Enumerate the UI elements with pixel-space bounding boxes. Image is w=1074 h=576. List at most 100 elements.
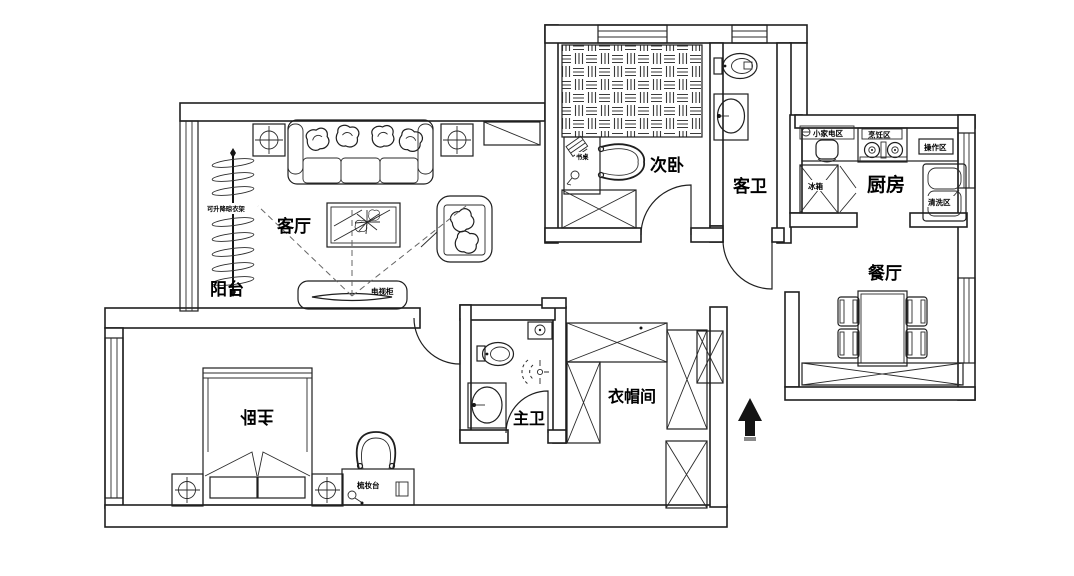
drying-rack: 可升降晾衣架 [204,148,255,297]
wall-master-left [104,327,124,509]
kitchen: 小家电区 烹饪区 操作区 冰箱 [799,125,967,222]
window-guestbath [731,24,768,44]
side-table-left [252,123,286,157]
wall-masterbath-bottom [459,429,509,444]
wall-jamb-2 [771,227,785,243]
balcony: 可升降晾衣架 阳台 [204,148,255,300]
wall-masterbath-left [459,304,472,441]
wall-master-top [104,307,421,329]
guest-bath: 客卫 [713,52,767,197]
stove: 烹饪区 [857,127,908,163]
drying-rack-label: 可升降晾衣架 [207,204,245,213]
desk-lamp-icon [570,170,580,180]
wardrobe-top [566,322,668,363]
dresser-label: 梳妆台 [357,480,380,490]
dresser: 梳妆台 [341,468,415,506]
operation-zone: 操作区 [918,138,954,155]
door-masterbath [505,390,549,434]
toilet-guest [713,52,758,80]
wall-bottom [104,504,728,528]
toilet-master [476,341,515,367]
nightstand-right [311,473,344,507]
wardrobe-bedroom2 [561,189,637,229]
tatami-bed [561,44,703,138]
bedroom2: 书桌 次卧 [561,44,703,229]
master-bath: 主卫 [467,321,553,429]
desk: 书桌 [563,135,601,195]
windows [104,24,976,499]
wall-bedroom2-bottom-right [690,227,724,243]
door-guestbath [722,239,773,290]
window-master [104,337,124,499]
desk-chair [597,143,645,181]
nightstand-left [171,473,204,507]
room-label-bedroom2: 次卧 [650,155,684,176]
wardrobe-left [566,361,601,444]
desk-label: 书桌 [576,152,589,161]
room-label-dining: 餐厅 [868,263,902,284]
table-plant [354,209,380,235]
sideboard [801,362,964,386]
doors [413,184,773,434]
wall-bedroom2-bottom-left [544,227,642,243]
appliance-icon [815,139,839,160]
shower-icon [521,359,549,385]
fridge: 冰箱 [799,164,857,214]
cloakroom: 衣帽间 [566,322,724,509]
wall-top-north [544,24,808,44]
dining-room: 餐厅 [801,263,964,386]
tv-icon [311,292,393,302]
living-room: 电视柜 客厅 [252,119,541,310]
master-bedroom: 主卧 梳妆台 [171,367,415,507]
wall-masterbath-top-bump [541,297,567,309]
small-appliance-label: 小家电区 [813,128,843,138]
sofa-pillows [305,124,423,152]
room-label-guest-bath: 客卫 [732,176,767,197]
entry-cabinet [483,121,541,146]
wardrobe-bottom [665,440,708,509]
wardrobe-right-tall [666,329,708,430]
room-label-balcony: 阳台 [210,279,244,300]
dining-table [857,290,908,367]
corner-shelf [527,321,553,340]
room-label-master-bath: 主卫 [513,409,545,428]
window-bedroom2 [597,24,668,44]
wall-kitchen-bottom-right [909,212,968,228]
door-master [413,317,461,365]
dining-chairs [837,296,928,359]
wall-dining-bottom [784,386,976,401]
armchair [420,195,493,263]
window-balcony [179,120,199,312]
wall-masterbath-top [459,304,556,321]
sink-guest [713,93,749,141]
cooking-zone-label: 烹饪区 [868,130,891,140]
sofa [287,119,434,185]
wall-living-top [179,102,546,122]
door-bedroom2 [640,184,692,236]
sink-master [467,382,507,429]
room-label-living: 客厅 [276,216,311,237]
wardrobe-narrow [696,330,724,384]
walls [104,24,976,528]
wall-bedroom2-left [544,24,559,244]
window-dining [957,277,976,364]
wall-kitchen-bottom-left [789,212,858,228]
tv-viewing-lines [257,205,467,297]
wall-guestbath-right [776,42,792,244]
washing-zone-label: 清洗区 [928,197,951,207]
small-appliance-zone: 小家电区 [799,125,855,163]
dresser-chair [355,431,397,470]
master-bed: 主卧 [202,367,313,506]
wall-cloakroom-divider [552,306,567,444]
room-label-master: 主卧 [240,406,274,427]
wall-masterbath-jamb [547,429,567,444]
operation-zone-label: 操作区 [924,142,947,152]
coffee-table [326,202,401,248]
wall-guestbath-left [709,42,724,227]
washing-zone: 清洗区 [922,163,967,222]
wall-cloakroom-right [709,306,728,508]
wall-dining-left [784,291,800,388]
mirror-icon [347,490,357,500]
